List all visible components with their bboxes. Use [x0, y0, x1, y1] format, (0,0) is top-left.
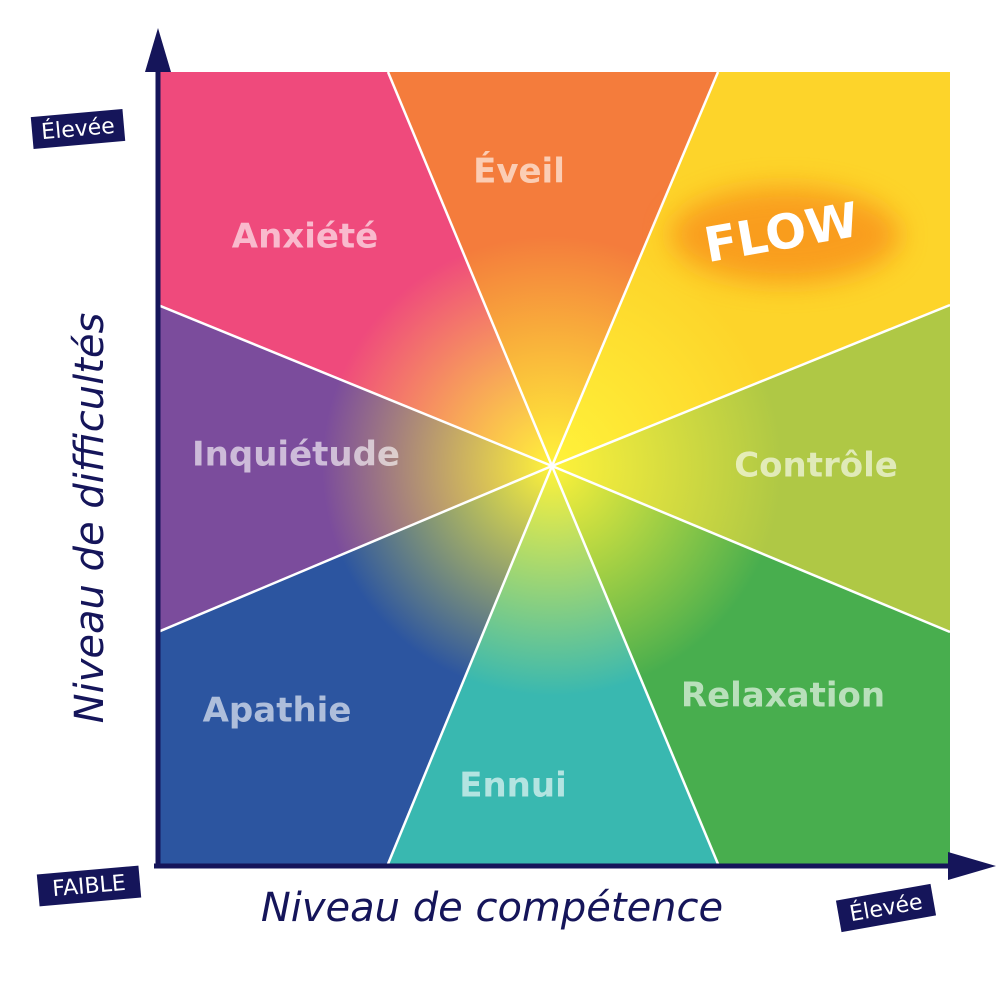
- y-high-tag-text: Élevée: [40, 113, 116, 145]
- x-axis-title: Niveau de compétence: [261, 885, 723, 931]
- x-axis-arrow-icon: [948, 852, 996, 880]
- divider-line: [158, 464, 553, 634]
- y-axis-title: Niveau de difficultés: [67, 313, 113, 724]
- label-apathie: Apathie: [203, 691, 352, 731]
- divider-line: [386, 465, 554, 864]
- divider-line: [550, 72, 720, 467]
- divider-line: [386, 72, 554, 467]
- divider-line: [551, 464, 950, 634]
- divider-line: [551, 303, 950, 468]
- origin-tag: FAIBLE: [36, 865, 142, 907]
- label-eveil: Éveil: [473, 151, 565, 192]
- y-high-tag: Élevée: [30, 109, 126, 149]
- divider-line: [158, 303, 553, 468]
- x-high-tag: Élevée: [835, 883, 937, 933]
- label-relaxation: Relaxation: [681, 676, 885, 716]
- label-controle: Contrôle: [734, 446, 898, 486]
- label-anxiete: Anxiété: [232, 217, 378, 257]
- label-ennui: Ennui: [459, 766, 567, 806]
- divider-line: [550, 465, 720, 864]
- x-axis: [154, 852, 996, 880]
- y-axis: [145, 28, 171, 868]
- y-axis-arrow-icon: [145, 28, 171, 72]
- flow-glow: [670, 187, 900, 283]
- label-inquietude: Inquiétude: [192, 435, 400, 475]
